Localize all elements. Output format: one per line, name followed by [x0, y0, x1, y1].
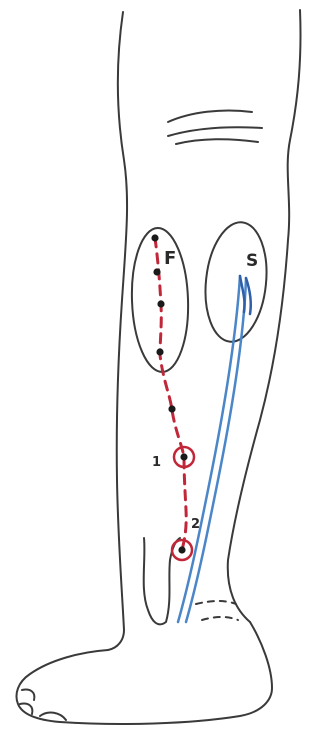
label-f: F: [164, 248, 176, 269]
toe-line-1: [22, 689, 34, 700]
marked-point-2: [172, 540, 192, 560]
leg-right-contour: [228, 10, 301, 622]
leg-outline: [17, 10, 301, 724]
label-point-1: 1: [152, 455, 161, 470]
label-point-2: 2: [191, 517, 200, 532]
path-dot: [157, 300, 164, 307]
path-dot: [151, 234, 158, 241]
leg-left-contour: [108, 12, 127, 650]
ankle-mark-2: [202, 617, 238, 620]
perforator-path: [155, 238, 186, 550]
path-dot: [156, 348, 163, 355]
vein-top-branch: [240, 276, 245, 312]
knee-crease-1: [168, 110, 252, 122]
ankle-mark-1: [196, 601, 236, 604]
label-s: S: [246, 251, 258, 271]
path-dot: [153, 268, 160, 275]
knee-crease-2: [168, 127, 262, 136]
knee-crease-3: [176, 139, 258, 144]
foot-contour: [17, 622, 273, 724]
vein-top-branch-2: [246, 278, 251, 314]
ankle-contour: [144, 538, 180, 624]
path-dot: [168, 405, 175, 412]
